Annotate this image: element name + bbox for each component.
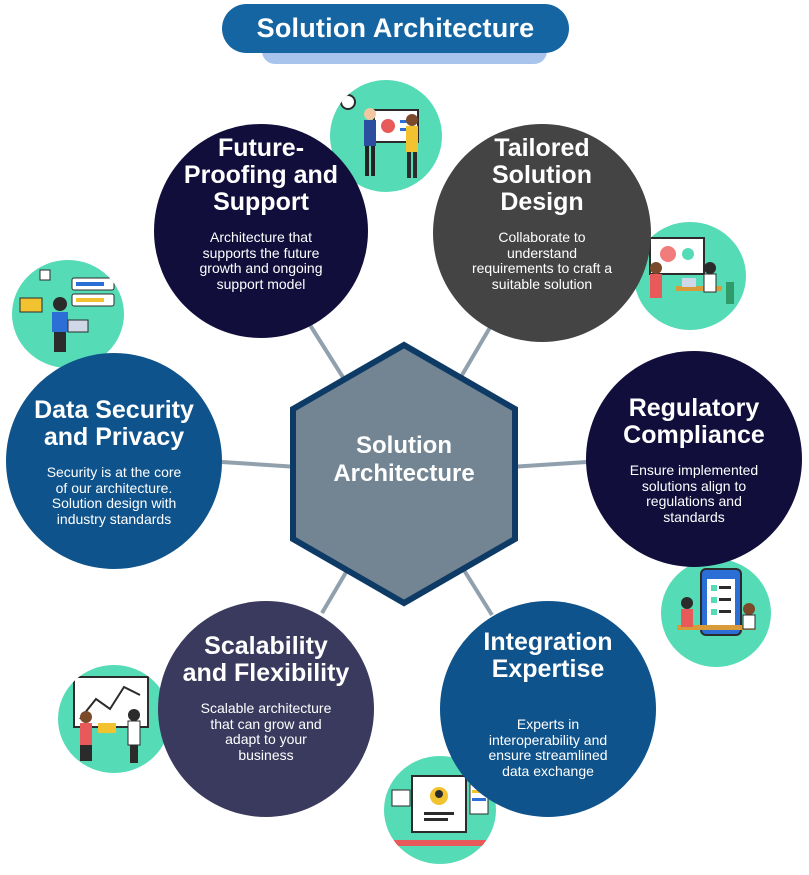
- center-label-line2: Architecture: [333, 460, 475, 487]
- integration-illustration: [384, 756, 496, 864]
- checklist-illustration: [661, 559, 771, 667]
- security-illustration: [12, 260, 124, 368]
- center-label-line1: Solution: [356, 432, 452, 459]
- center-label: Solution Architecture: [287, 432, 521, 488]
- center-hexagon: [290, 341, 518, 607]
- page-title: Solution Architecture: [222, 4, 569, 53]
- presentation-illustration: [330, 80, 442, 192]
- growth-chart-illustration: [58, 665, 170, 773]
- meeting-illustration: [634, 222, 746, 330]
